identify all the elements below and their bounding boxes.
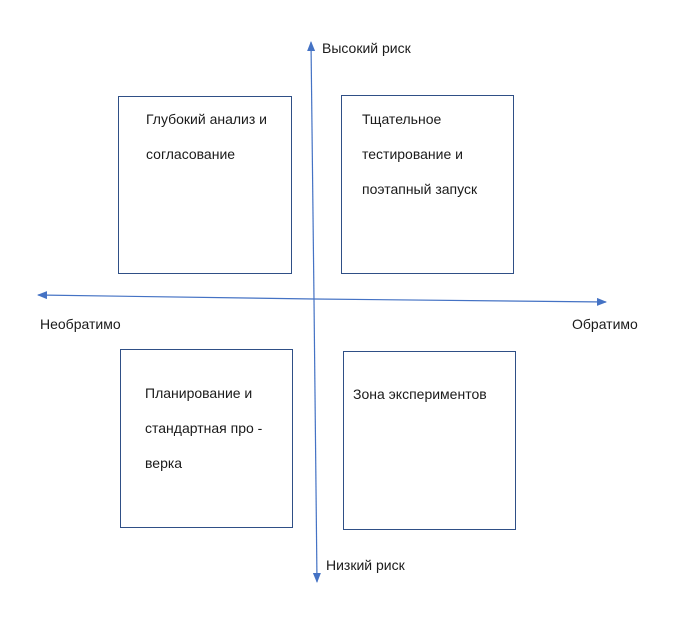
quadrant-text-line: согласование: [146, 146, 236, 162]
horizontal-axis-right: [313, 297, 607, 306]
quadrant-text-line: Планирование и: [145, 385, 253, 401]
vertical-axis-lower: [312, 299, 321, 583]
quadrant-top-right: Тщательное тестирование и поэтапный запу…: [341, 95, 514, 274]
quadrant-text-line: Зона экспериментов: [353, 386, 487, 402]
axis-label-right: Обратимо: [572, 316, 638, 332]
quadrant-top-left: Глубокий анализ и согласование: [118, 96, 292, 274]
quadrant-text-line: стандартная про -: [145, 420, 263, 436]
quadrant-text-line: верка: [145, 455, 183, 471]
axis-label-bottom: Низкий риск: [326, 557, 405, 573]
quadrant-text-line: Глубокий анализ и: [146, 111, 268, 127]
quadrant-bottom-left: Планирование и стандартная про - верка: [120, 349, 293, 528]
quadrant-text-line: тестирование и: [362, 146, 463, 162]
vertical-axis: [307, 41, 316, 301]
quadrant-text-line: поэтапный запуск: [362, 181, 478, 197]
quadrant-text-line: Тщательное: [362, 111, 442, 127]
horizontal-axis-left: [37, 291, 315, 300]
quadrant-bottom-right: Зона экспериментов: [343, 351, 516, 530]
axis-label-left: Необратимо: [40, 316, 121, 332]
axis-label-top: Высокий риск: [322, 40, 411, 56]
